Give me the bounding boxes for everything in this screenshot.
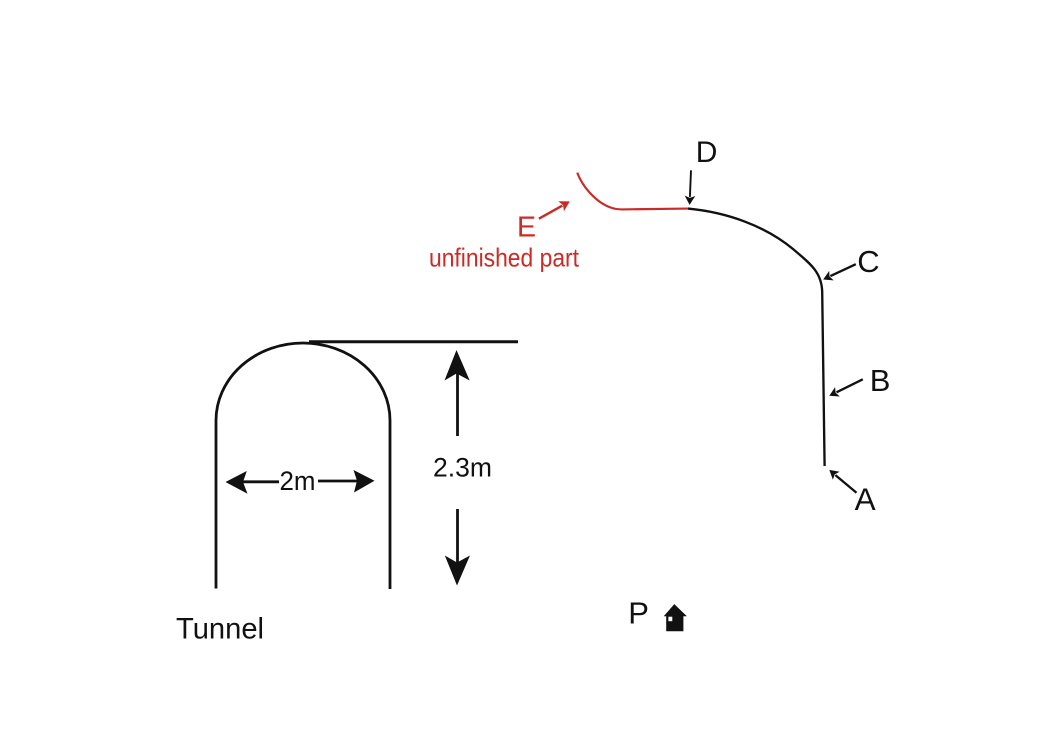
svg-text:A: A bbox=[855, 481, 876, 517]
svg-text:P: P bbox=[628, 596, 649, 631]
svg-text:Tunnel: Tunnel bbox=[176, 613, 264, 646]
svg-text:B: B bbox=[870, 363, 891, 398]
svg-text:2.3m: 2.3m bbox=[433, 452, 492, 482]
svg-text:C: C bbox=[857, 244, 879, 279]
svg-text:2m: 2m bbox=[280, 466, 316, 496]
svg-text:E: E bbox=[517, 212, 536, 244]
svg-text:unfinished part: unfinished part bbox=[429, 243, 580, 273]
svg-text:D: D bbox=[696, 136, 718, 169]
